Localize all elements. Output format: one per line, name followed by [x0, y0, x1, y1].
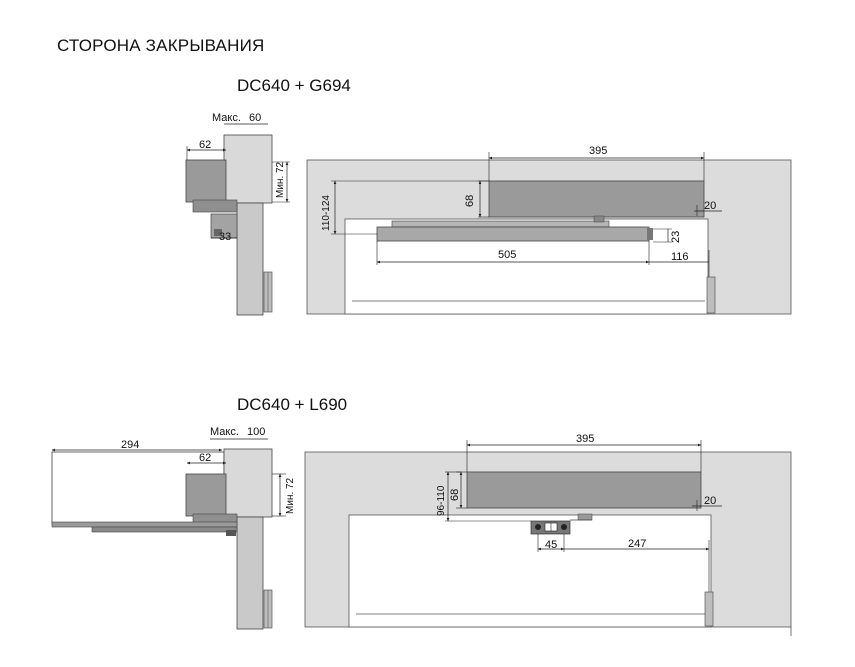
s2-front-offset: 20: [704, 495, 716, 507]
s2-arm-length: 294: [121, 439, 139, 451]
section2-title: DC640 + L690: [237, 395, 348, 414]
door-leaf: [236, 202, 264, 316]
s1-bracket-dim: 33: [219, 231, 231, 243]
s2-max-label: Макс.: [210, 426, 239, 438]
s2-front-range: 96-110: [436, 485, 447, 516]
s1-max-label: Макс.: [212, 112, 241, 124]
s2-min-label: Мин. 72: [285, 477, 296, 514]
guide-arm: [51, 521, 238, 528]
s1-front-height: 68: [464, 195, 476, 207]
closer-body: [185, 159, 227, 203]
section1-side-view: [185, 123, 290, 316]
door-leaf-2: [236, 516, 264, 630]
page-title: СТОРОНА ЗАКРЫВАНИЯ: [57, 36, 265, 55]
section1-title: DC640 + G694: [237, 76, 351, 95]
hinge-front-2: [704, 591, 714, 627]
s2-side-width: 62: [199, 452, 211, 464]
s1-front-offset: 20: [704, 200, 716, 212]
s2-front-width: 395: [576, 433, 594, 445]
s2-max-value: 100: [247, 426, 265, 438]
section2-front-view: [304, 440, 792, 636]
s1-side-width: 62: [199, 139, 211, 151]
section1-front-view: [306, 152, 792, 315]
frame-block: [223, 134, 273, 204]
slide-rail: [376, 226, 650, 242]
s1-front-gap: 23: [670, 231, 682, 243]
closer-body-front-2: [466, 471, 702, 509]
s1-front-width: 395: [589, 145, 607, 157]
s1-rail-length: 505: [498, 249, 516, 261]
section2-side-view: [51, 438, 286, 630]
s2-front-height: 68: [449, 489, 461, 501]
s2-bracket-dim: 45: [545, 539, 557, 551]
hinge-front: [706, 276, 716, 314]
s1-front-range: 110-124: [321, 195, 332, 231]
frame-block-2: [223, 448, 273, 518]
bracket-screw: [214, 229, 222, 236]
s1-min-label: Мин. 72: [275, 161, 286, 198]
closer-body-front: [488, 180, 705, 218]
s2-distance-dim: 247: [628, 538, 646, 550]
door-opening-2: [348, 514, 712, 628]
rail-top: [391, 220, 610, 228]
closer-body-2: [185, 473, 227, 517]
mount-plate: [192, 199, 238, 213]
s1-max-value: 60: [249, 112, 261, 124]
s1-rail-offset: 116: [671, 251, 689, 263]
